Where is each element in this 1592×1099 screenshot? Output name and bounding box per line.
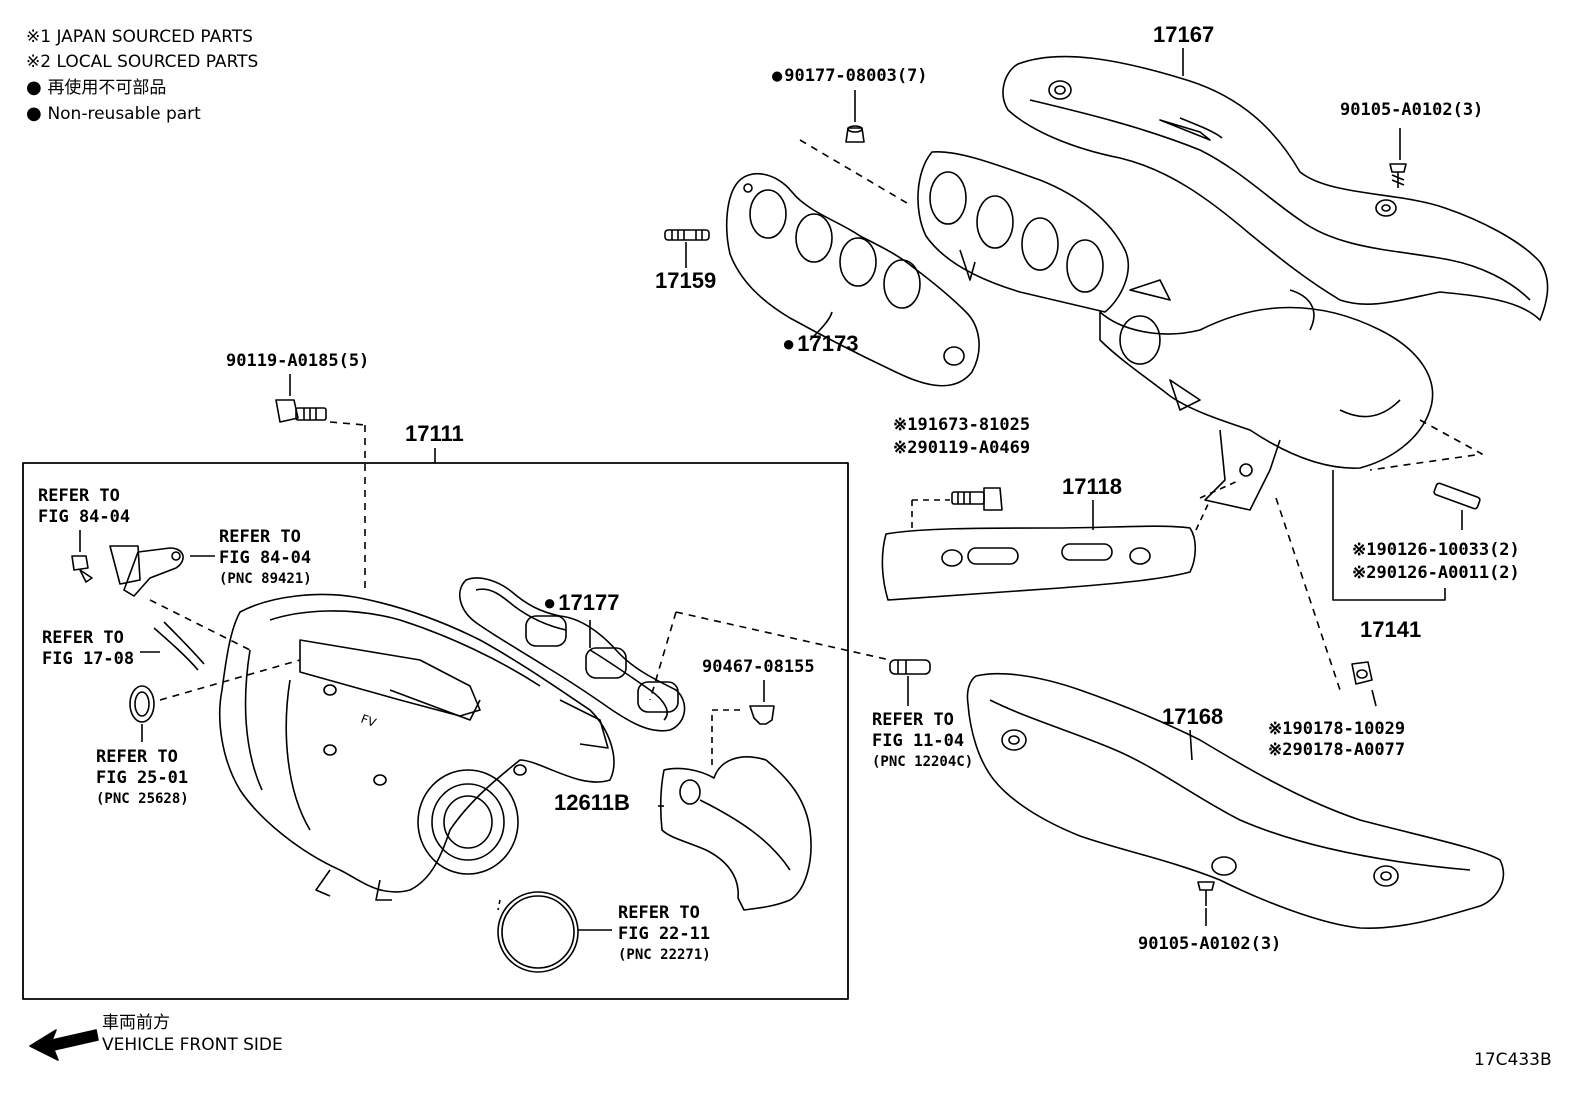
sensor-89421	[109, 545, 184, 597]
part-12611B[interactable]: 12611B	[554, 790, 630, 815]
refer-2501[interactable]: REFER TO FIG 25-01 (PNC 25628)	[96, 747, 189, 810]
bullet-icon: ●	[26, 103, 48, 124]
legend-nonreusable: ● Non-reusable part	[26, 101, 258, 127]
bullet-icon: ●	[26, 77, 48, 98]
part-17141[interactable]: 17141	[1360, 617, 1422, 642]
part-17173[interactable]: 17173	[782, 331, 858, 357]
legend-jp-nonreusable: ● 再使用不可部品	[26, 75, 258, 101]
refer-text: REFER TO	[872, 710, 954, 730]
hose-17-08	[153, 621, 205, 671]
refer-pnc: (PNC 89421)	[219, 571, 312, 587]
part-17159[interactable]: 17159	[655, 268, 717, 293]
heat-insulator-17167	[1002, 55, 1549, 321]
figure-code: 17C433B	[1474, 1050, 1552, 1070]
part-90126-2[interactable]: ※290126-A0011(2)	[1352, 563, 1520, 583]
part-90126-1[interactable]: ※190126-10033(2)	[1352, 540, 1520, 560]
gasket-22271	[497, 891, 579, 973]
insulator-12611B	[659, 756, 812, 911]
legend-japan: ※1 JAPAN SOURCED PARTS	[26, 27, 253, 47]
nut-90177	[845, 125, 865, 143]
part-17168[interactable]: 17168	[1162, 704, 1224, 729]
legend-local: ※2 LOCAL SOURCED PARTS	[26, 52, 259, 72]
ring-25628	[129, 685, 155, 723]
refer-fig: FIG 17-08	[42, 649, 135, 669]
refer-pnc: (PNC 12204C)	[872, 754, 974, 770]
heat-insulator-17168	[966, 672, 1505, 930]
refer-fig: FIG 84-04	[38, 507, 131, 527]
nut-90178	[1351, 661, 1373, 685]
90178-dash	[1275, 497, 1341, 691]
17168-leader	[1189, 729, 1193, 761]
part-90178-1[interactable]: ※190178-10029	[1268, 719, 1406, 739]
part-91673-2[interactable]: ※290119-A0469	[893, 438, 1031, 458]
part-90467[interactable]: 90467-08155	[702, 657, 815, 677]
part-91673-1[interactable]: ※191673-81025	[893, 415, 1031, 435]
refer-pnc: (PNC 22271)	[618, 947, 711, 963]
legend: ※1 JAPAN SOURCED PARTS ※2 LOCAL SOURCED …	[26, 25, 258, 127]
part-90105-top[interactable]: 90105-A0102(3)	[1340, 100, 1484, 120]
refer-8404-sensor[interactable]: REFER TO FIG 84-04 (PNC 89421)	[219, 527, 312, 590]
part-90119-0185[interactable]: 90119-A0185(5)	[226, 351, 370, 371]
intake-manifold-17111: FV	[218, 593, 615, 901]
refer-fig: FIG 25-01	[96, 768, 189, 788]
part-17118[interactable]: 17118	[1062, 474, 1122, 499]
direction-en: VEHICLE FRONT SIDE	[102, 1035, 283, 1055]
refer-text: REFER TO	[618, 903, 700, 923]
refer-text: REFER TO	[219, 527, 301, 547]
refer-text: REFER TO	[38, 486, 120, 506]
intake-group-box	[22, 462, 849, 1000]
bolt-91673	[951, 487, 1003, 511]
stud-17159	[664, 229, 710, 241]
refer-fig: FIG 22-11	[618, 924, 711, 944]
90126-dash	[1369, 419, 1483, 471]
bolt-84-04	[71, 555, 93, 583]
part-17111[interactable]: 17111	[405, 421, 464, 446]
gasket-17173	[725, 173, 980, 387]
refer-text: REFER TO	[42, 628, 124, 648]
direction-arrow-icon	[29, 1029, 99, 1061]
exhaust-manifold-17141	[917, 151, 1434, 511]
direction-jp: 車両前方	[102, 1013, 170, 1033]
refer-2211[interactable]: REFER TO FIG 22-11 (PNC 22271)	[618, 903, 711, 966]
refer-text: REFER TO	[96, 747, 178, 767]
svg-text:FV: FV	[359, 712, 379, 731]
refer-fig: FIG 11-04	[872, 731, 965, 751]
refer-pnc: (PNC 25628)	[96, 791, 189, 807]
stud-90126	[1433, 482, 1481, 510]
clip-90467	[749, 705, 775, 725]
part-17167[interactable]: 17167	[1153, 22, 1215, 47]
90178-leader	[1371, 689, 1377, 707]
legend-en-text: Non-reusable part	[47, 104, 201, 124]
bolt-90119	[275, 399, 327, 423]
refer-1708[interactable]: REFER TO FIG 17-08	[42, 628, 134, 670]
pipe-12204C	[889, 659, 931, 675]
part-17177[interactable]: 17177	[543, 590, 619, 616]
stay-17118	[881, 525, 1197, 601]
direction-note: 車両前方 VEHICLE FRONT SIDE	[102, 1012, 283, 1056]
90177-dash	[799, 139, 913, 207]
17141-bracket	[1332, 470, 1446, 601]
part-90178-2[interactable]: ※290178-A0077	[1268, 740, 1406, 760]
refer-fig: FIG 84-04	[219, 548, 312, 568]
refer-8404-bolt[interactable]: REFER TO FIG 84-04	[38, 486, 130, 528]
bolt-90105-top	[1389, 163, 1407, 188]
part-90105-bottom[interactable]: 90105-A0102(3)	[1138, 934, 1282, 954]
part-90177[interactable]: 90177-08003(7)	[772, 66, 927, 86]
bolt-90105-bottom	[1197, 881, 1215, 906]
legend-jp-text: 再使用不可部品	[47, 78, 167, 98]
gasket-17177	[458, 577, 686, 732]
refer-1104[interactable]: REFER TO FIG 11-04 (PNC 12204C)	[872, 710, 973, 773]
